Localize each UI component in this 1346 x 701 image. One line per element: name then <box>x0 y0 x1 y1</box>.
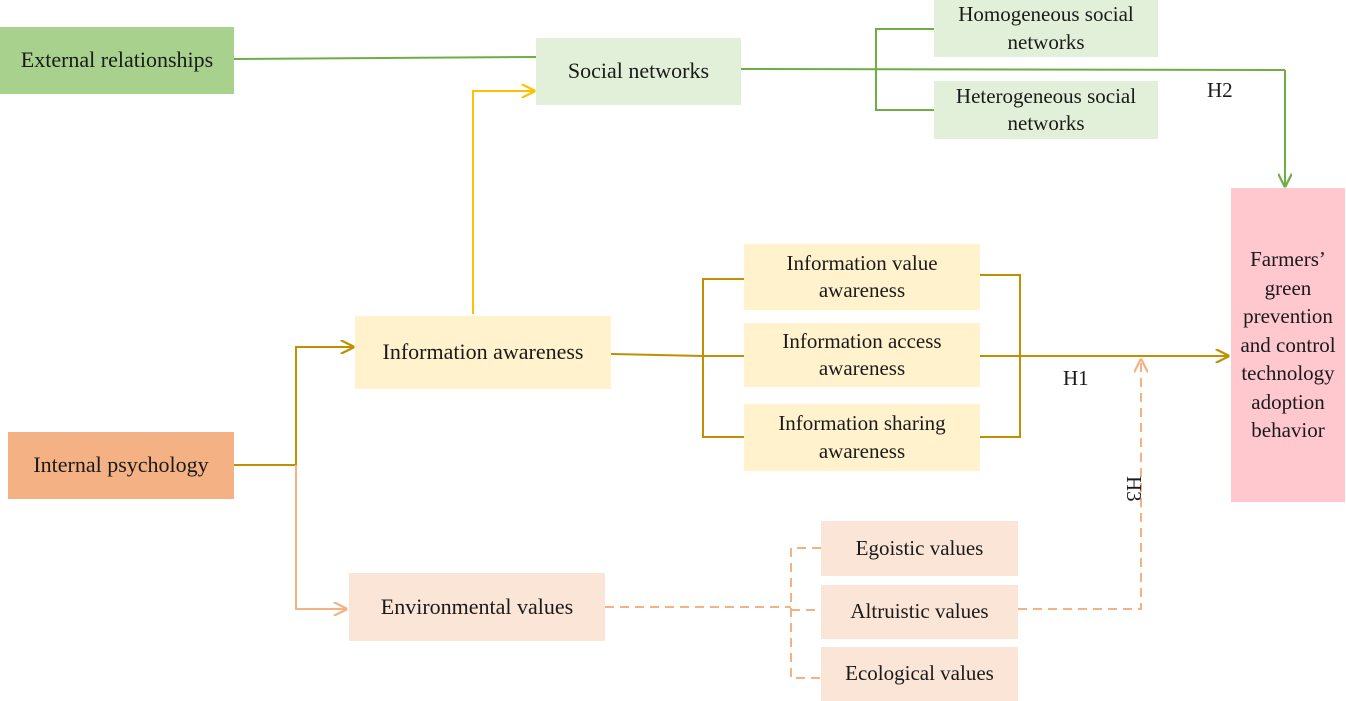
line-external-to-social <box>233 56 537 60</box>
node-label: Altruistic values <box>850 599 989 624</box>
node-label: Information sharing awareness <box>778 411 946 463</box>
node-information-awareness: Information awareness <box>355 316 611 389</box>
node-label: Environmental values <box>380 593 574 619</box>
node-social-networks: Social networks <box>536 38 741 105</box>
node-label: Information value awareness <box>786 250 938 302</box>
node-ecological-values: Ecological values <box>821 647 1018 701</box>
node-altruistic-values: Altruistic values <box>821 585 1018 639</box>
node-label: Heterogeneous social networks <box>955 83 1137 135</box>
line-social-to-outcome <box>740 68 1286 71</box>
node-label: Egoistic values <box>855 535 984 560</box>
node-egoistic-values: Egoistic values <box>821 521 1018 576</box>
node-label: Information awareness <box>382 339 584 365</box>
node-outcome: Farmers’ green prevention and control te… <box>1231 188 1345 502</box>
node-external-relationships: External relationships <box>0 27 234 94</box>
node-label: Ecological values <box>845 661 994 686</box>
node-homogeneous-social-networks: Homogeneous social networks <box>934 0 1158 57</box>
hypothesis-h1: H1 <box>1063 366 1089 390</box>
node-heterogeneous-social-networks: Heterogeneous social networks <box>934 81 1158 139</box>
line-internal-to-env <box>295 465 346 609</box>
bracket-info-left <box>702 278 744 438</box>
node-information-sharing-awareness: Information sharing awareness <box>744 404 980 471</box>
node-internal-psychology: Internal psychology <box>8 432 234 499</box>
node-information-value-awareness: Information value awareness <box>744 244 980 310</box>
node-label: Information access awareness <box>782 328 942 380</box>
node-information-access-awareness: Information access awareness <box>744 323 980 387</box>
hypothesis-h3: H3 <box>1122 476 1146 502</box>
hypothesis-h2: H2 <box>1207 78 1233 102</box>
node-label: External relationships <box>20 47 214 73</box>
line-info-to-bracket <box>610 353 704 357</box>
node-label: Homogeneous social networks <box>958 2 1134 54</box>
bracket-values <box>790 547 821 679</box>
line-h3-arrow <box>1018 360 1141 610</box>
line-internal-to-info <box>295 347 353 465</box>
node-label: Internal psychology <box>33 452 209 478</box>
node-label: Farmers’ green prevention and control te… <box>1240 247 1336 443</box>
bracket-social-subtypes <box>875 28 934 111</box>
node-environmental-values: Environmental values <box>349 573 605 641</box>
line-info-to-social <box>472 91 534 314</box>
node-label: Social networks <box>567 58 710 84</box>
